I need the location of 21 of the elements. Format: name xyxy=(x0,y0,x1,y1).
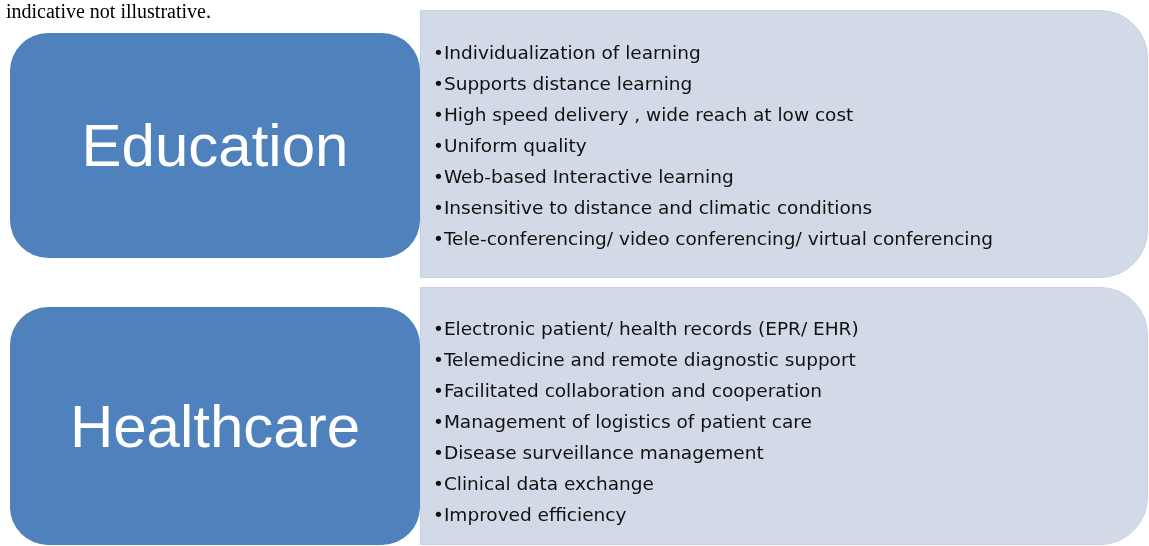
list-item: •Uniform quality xyxy=(433,134,587,158)
list-item: •Insensitive to distance and climatic conditions xyxy=(433,196,873,220)
list-item: •Web-based Interactive learning xyxy=(433,165,734,189)
category-title: Healthcare xyxy=(69,391,361,461)
bullet-list-panel xyxy=(420,287,1148,545)
list-item: •Electronic patient/ health records (EPR/ EHR) xyxy=(433,317,859,341)
bullet-list-panel xyxy=(420,10,1148,278)
list-item: •Individualization of learning xyxy=(433,41,701,65)
list-item: •Management of logistics of patient care xyxy=(433,410,812,434)
list-item: •Improved efficiency xyxy=(433,503,627,527)
category-box xyxy=(10,307,420,545)
list-item: •Tele-conferencing/ video conferencing/ virtual conferencing xyxy=(433,227,993,251)
list-item: •Telemedicine and remote diagnostic support xyxy=(433,348,856,372)
category-box xyxy=(10,33,420,258)
list-item: •Clinical data exchange xyxy=(433,472,654,496)
list-item: •Supports distance learning xyxy=(433,72,693,96)
category-title: Education xyxy=(81,111,349,180)
list-item: •High speed delivery , wide reach at low cost xyxy=(433,103,854,127)
note-text: indicative not illustrative. xyxy=(6,0,211,22)
list-item: •Disease surveillance management xyxy=(433,441,764,465)
list-item: •Facilitated collaboration and cooperation xyxy=(433,379,823,403)
